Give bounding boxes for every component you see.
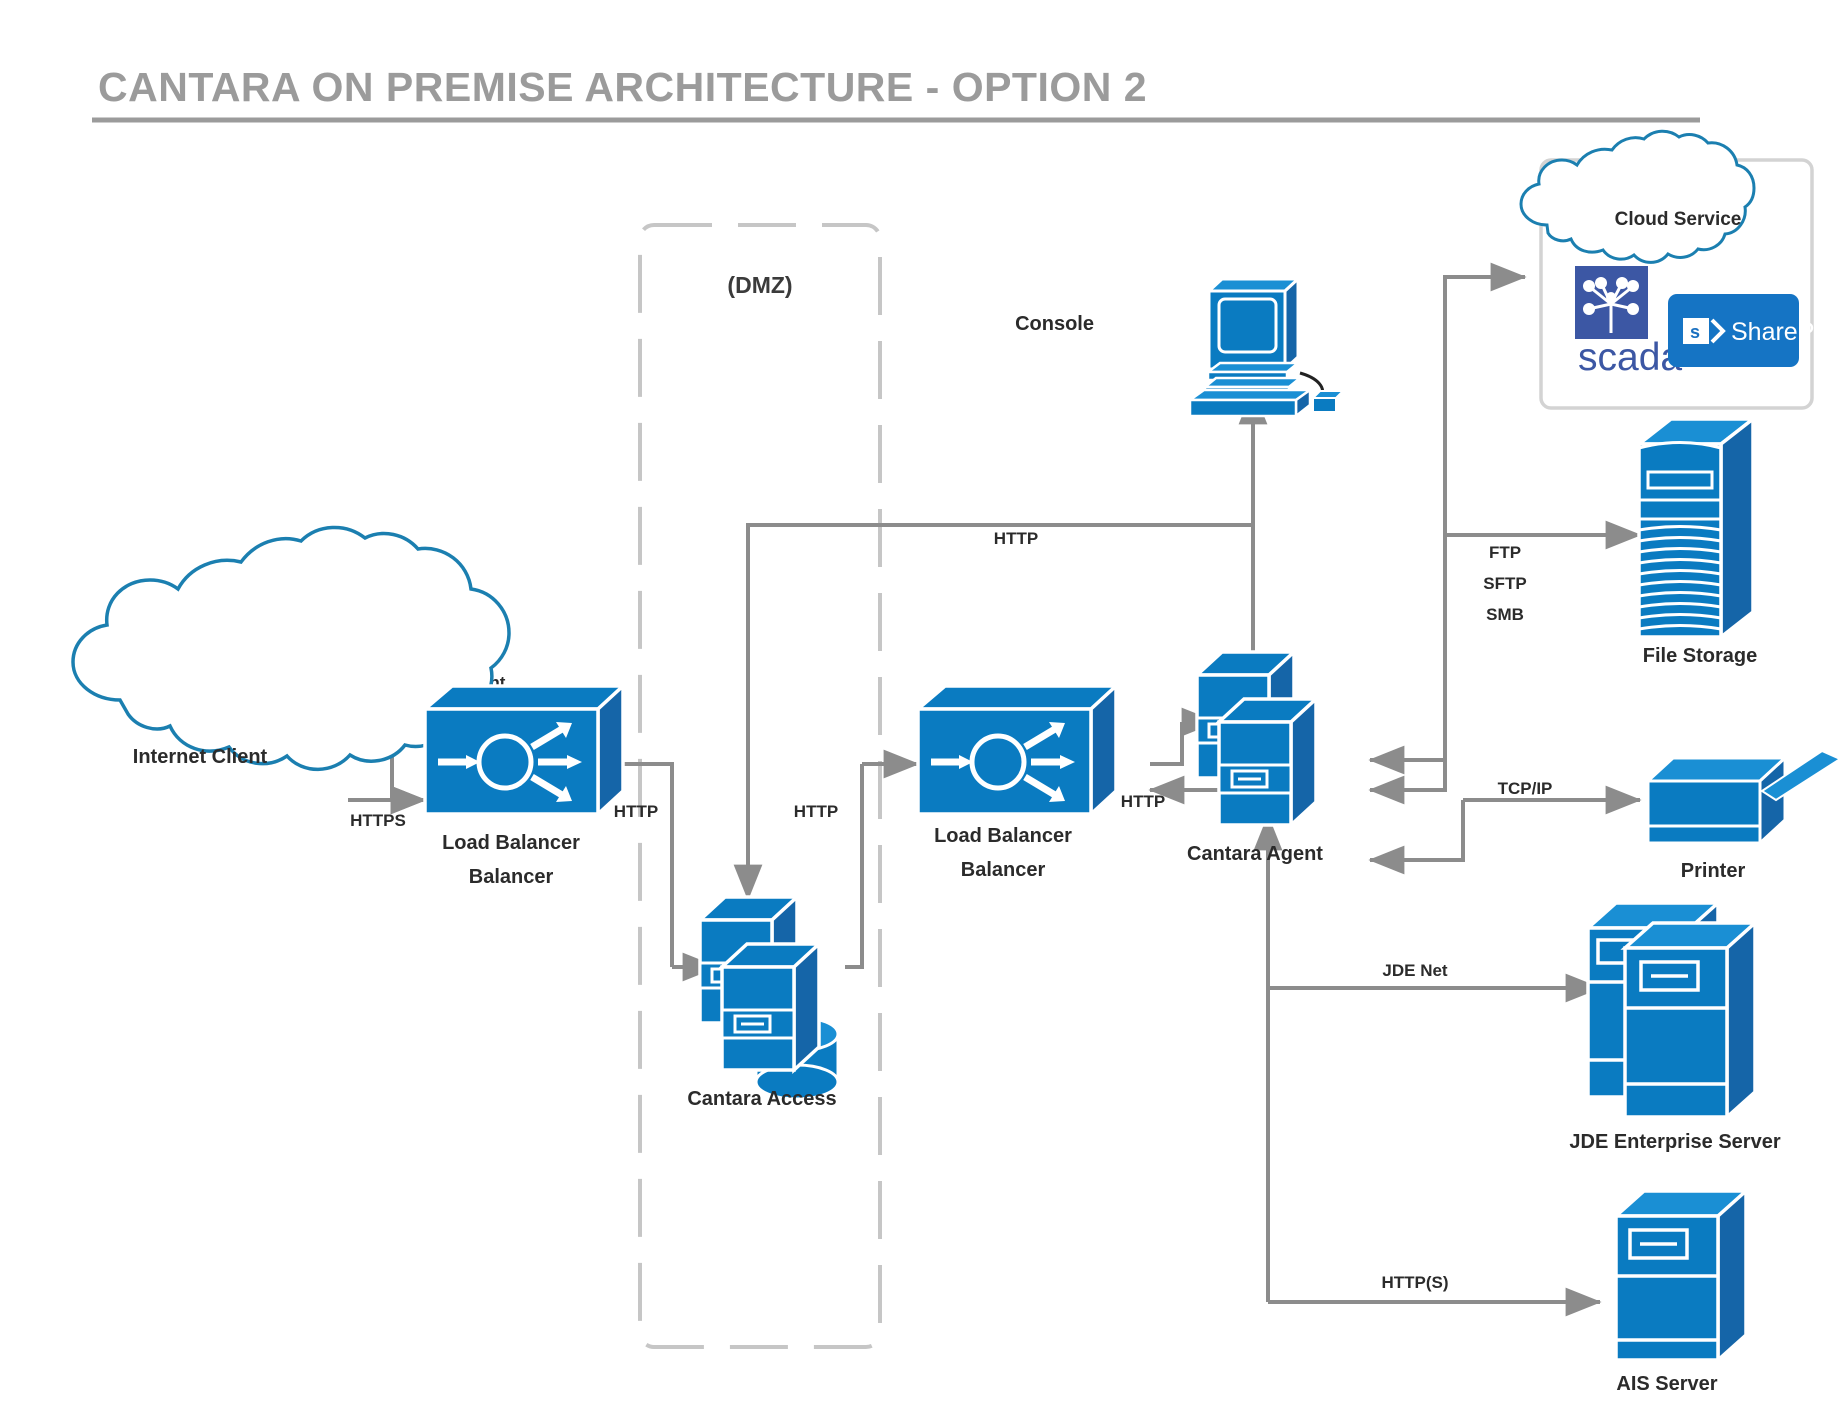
edge-label-http-lb2-agent: HTTP — [1121, 792, 1165, 811]
printer-icon — [1644, 749, 1839, 847]
node-label-load-balancer-2-line2: Balancer — [961, 859, 1046, 881]
cloud-service-cloud-shape — [1519, 129, 1756, 264]
node-file-storage[interactable]: File Storage — [1633, 415, 1759, 667]
node-label-load-balancer-2: Load Balancer — [934, 825, 1072, 847]
edge-label-jde-net: JDE Net — [1382, 961, 1448, 980]
dmz-label: (DMZ) — [727, 272, 792, 298]
edge-label-http-access-lb2: HTTP — [794, 802, 838, 821]
dmz-zone-boundary — [638, 223, 882, 1349]
load-balancer-icon — [420, 682, 628, 818]
sharepoint-wordmark: SharePoint — [1731, 318, 1839, 346]
sharepoint-logo-icon[interactable]: s SharePoint — [1668, 294, 1839, 367]
cloud-shape — [71, 525, 511, 771]
server-stack-icon — [1192, 648, 1321, 829]
node-label-jde-enterprise-server: JDE Enterprise Server — [1569, 1131, 1780, 1153]
node-jde-enterprise-server[interactable]: JDE Enterprise Server — [1569, 899, 1781, 1153]
node-cantara-agent[interactable]: Cantara Agent — [1187, 648, 1323, 865]
server-icon — [1611, 1187, 1751, 1364]
scada-flower-glyph — [1583, 277, 1639, 333]
sharepoint-badge-letter: s — [1690, 322, 1700, 342]
scada-wordmark: scada — [1578, 336, 1682, 379]
node-label-printer: Printer — [1681, 860, 1746, 882]
node-label-console: Console — [1015, 313, 1094, 335]
node-cantara-access[interactable]: Cantara Access — [687, 893, 840, 1110]
tower-storage-icon — [1633, 415, 1759, 641]
edge-label-http-console: HTTP — [994, 529, 1038, 548]
scada-logo-icon[interactable]: scada — [1575, 266, 1682, 379]
edge-label-tcpip: TCP/IP — [1498, 779, 1553, 798]
node-internet-client[interactable]: Internet Client — [71, 525, 511, 771]
edge-label-https-ais: HTTP(S) — [1381, 1273, 1448, 1292]
node-console[interactable]: Console — [1015, 275, 1346, 419]
edge-label-ftp: FTP — [1489, 543, 1521, 562]
server-pair-icon — [1583, 899, 1760, 1121]
node-load-balancer-2[interactable]: Load Balancer Balancer — [913, 682, 1121, 881]
node-label-load-balancer-1: Load Balancer — [442, 832, 580, 854]
load-balancer-icon — [913, 682, 1121, 818]
edge-label-https: HTTPS — [350, 811, 406, 830]
sharepoint-badge-icon: s — [1683, 318, 1726, 344]
edge-label-http-lb1-access: HTTP — [614, 802, 658, 821]
cloud-icon — [1519, 129, 1756, 264]
node-load-balancer-1[interactable]: Load Balancer Balancer — [420, 682, 628, 888]
node-label-cantara-access: Cantara Access — [687, 1088, 836, 1110]
page-title: CANTARA ON PREMISE ARCHITECTURE - OPTION… — [98, 64, 1147, 110]
cloud-icon — [71, 525, 511, 771]
node-ais-server[interactable]: AIS Server — [1611, 1187, 1751, 1395]
edge-agent-to-cloud — [1443, 262, 1527, 760]
node-printer[interactable]: Printer — [1644, 749, 1839, 882]
cloud-service-label: Cloud Service — [1615, 209, 1742, 230]
edge-printer-return — [1368, 800, 1465, 875]
server-stack-db-icon — [695, 893, 840, 1101]
node-label-cantara-agent: Cantara Agent — [1187, 843, 1323, 865]
edge-label-smb: SMB — [1486, 605, 1524, 624]
edge-label-sftp: SFTP — [1483, 574, 1526, 593]
node-label-file-storage: File Storage — [1643, 645, 1757, 667]
node-cloud-service[interactable]: Cloud Service scada — [1519, 129, 1839, 410]
node-label-ais-server: AIS Server — [1616, 1373, 1717, 1395]
desktop-computer-icon — [1186, 275, 1346, 419]
edge-filestorage-return — [1368, 535, 1447, 805]
node-label-internet-client: Internet Client — [133, 746, 268, 768]
node-label-load-balancer-1-line2: Balancer — [469, 866, 554, 888]
